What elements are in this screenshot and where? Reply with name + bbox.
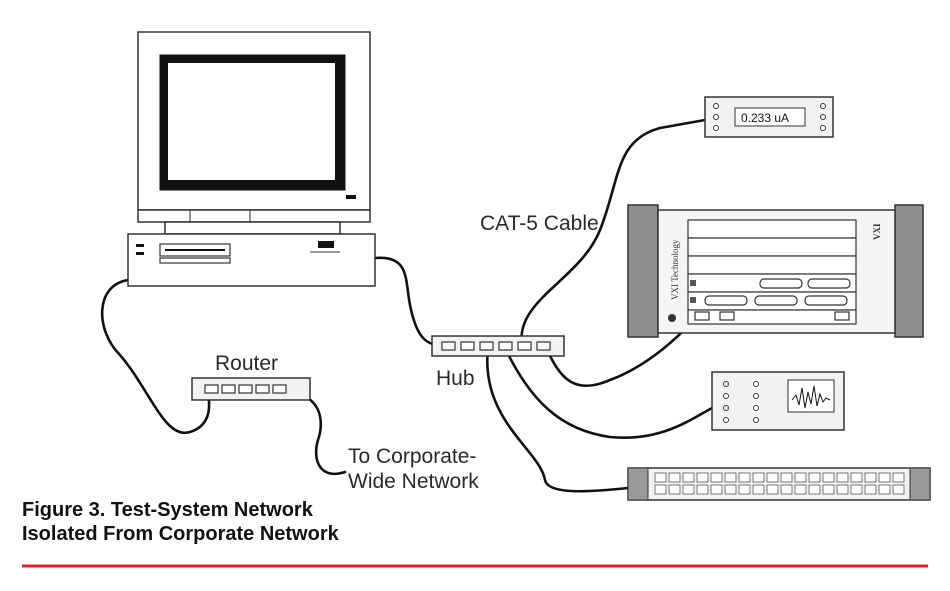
- figure-caption-line2: Isolated From Corporate Network: [22, 523, 340, 545]
- chassis-vendor-text: VXI Technology: [670, 239, 680, 300]
- panel-socket: [766, 484, 779, 495]
- chassis-left-handle: [627, 204, 659, 338]
- meter-display: [734, 107, 806, 127]
- cable-hub-scope: [503, 346, 714, 440]
- panel-socket: [850, 472, 863, 483]
- panel-socket: [780, 472, 793, 483]
- panel-socket: [682, 484, 695, 495]
- panel-socket: [654, 484, 667, 495]
- chassis-right-handle: [894, 204, 924, 338]
- panel-socket: [892, 472, 905, 483]
- panel-socket: [752, 472, 765, 483]
- panel-socket: [808, 472, 821, 483]
- cable-hub-meter: [520, 118, 707, 347]
- hub-label: Hub: [436, 367, 475, 390]
- panel-socket: [738, 484, 751, 495]
- panel-socket: [878, 484, 891, 495]
- hub-body: [431, 335, 565, 357]
- panel-socket: [710, 484, 723, 495]
- cable-hub-chassis: [543, 316, 698, 387]
- panel-socket: [864, 484, 877, 495]
- cable-hub-panel: [485, 346, 630, 493]
- router: Router: [191, 352, 311, 401]
- panel-socket: [836, 484, 849, 495]
- panel-socket: [710, 472, 723, 483]
- corporate-label-line1: To Corporate-: [348, 445, 476, 468]
- digital-meter: 0.233 uA: [704, 96, 834, 138]
- figure-caption-line1: Figure 3. Test-System Network: [22, 499, 314, 521]
- switch-panel: [627, 467, 931, 501]
- monitor-screen: [159, 54, 346, 191]
- panel-socket: [738, 472, 751, 483]
- router-label: Router: [215, 352, 278, 375]
- monitor-power-button: [346, 195, 356, 199]
- cable-pc-hub: [373, 256, 442, 347]
- panel-socket: [724, 472, 737, 483]
- panel-socket: [892, 484, 905, 495]
- panel-socket: [808, 484, 821, 495]
- cable-label: CAT-5 Cable: [480, 212, 599, 235]
- cable-pc-router: [100, 278, 211, 435]
- panel-socket: [822, 484, 835, 495]
- panel-socket: [794, 472, 807, 483]
- panel-socket: [864, 472, 877, 483]
- panel-socket: [850, 484, 863, 495]
- monitor-base: [137, 209, 371, 223]
- panel-socket: [836, 472, 849, 483]
- panel-socket: [780, 484, 793, 495]
- panel-socket: [766, 472, 779, 483]
- oscilloscope: [711, 371, 845, 431]
- panel-grid: [654, 472, 905, 495]
- desktop-power-button: [318, 241, 334, 248]
- meter-reading: 0.233 uA: [741, 111, 789, 125]
- panel-socket: [668, 472, 681, 483]
- scope-waveform: [791, 385, 831, 409]
- vxi-chassis: VXI Technology VXI: [627, 204, 924, 338]
- panel-socket: [668, 484, 681, 495]
- panel-socket: [724, 484, 737, 495]
- computer: [127, 31, 376, 287]
- panel-socket: [696, 472, 709, 483]
- panel-socket: [696, 484, 709, 495]
- corporate-label-line2: Wide Network: [348, 470, 479, 493]
- chassis-brand-text: VXI: [872, 223, 882, 240]
- cable-router-corporate: [288, 391, 347, 475]
- panel-socket: [822, 472, 835, 483]
- panel-socket: [682, 472, 695, 483]
- panel-socket: [794, 484, 807, 495]
- monitor-stand: [164, 221, 341, 235]
- panel-socket: [752, 484, 765, 495]
- panel-socket: [878, 472, 891, 483]
- hub: Hub: [431, 335, 565, 390]
- panel-socket: [654, 472, 667, 483]
